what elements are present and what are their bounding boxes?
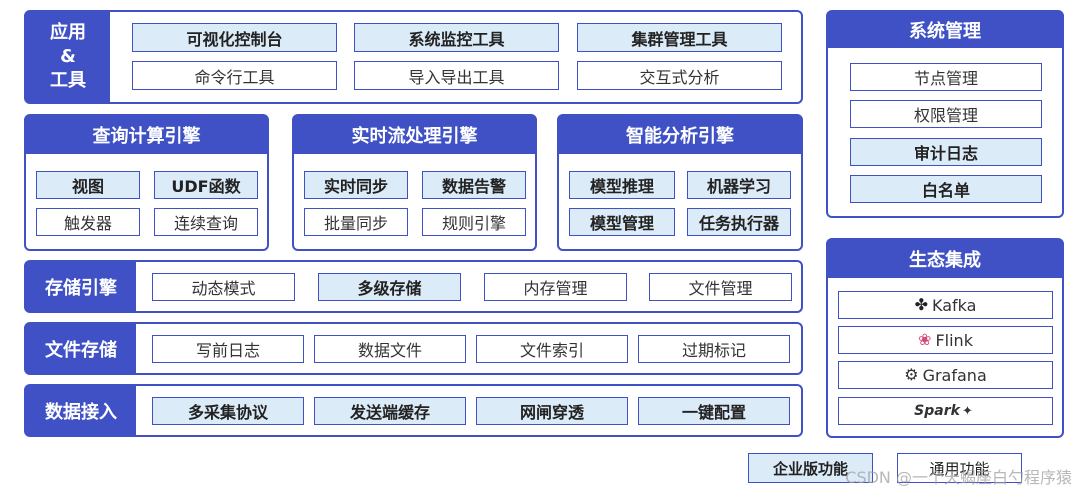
spark-icon: ✦ (961, 403, 973, 419)
file-index: 文件索引 (476, 335, 628, 363)
udf-function: UDF函数 (154, 171, 258, 199)
data-alert: 数据告警 (422, 171, 526, 199)
audit-log: 审计日志 (850, 138, 1042, 166)
data-file: 数据文件 (314, 335, 466, 363)
kafka-label: Kafka (931, 295, 977, 315)
app-title-line-2: & (60, 46, 76, 67)
app-tools-header: 应用 & 工具 (26, 12, 110, 102)
app-title-line-3: 工具 (50, 70, 86, 91)
sender-cache: 发送端缓存 (314, 397, 466, 425)
realtime-sync: 实时同步 (304, 171, 408, 199)
cli-tool: 命令行工具 (132, 61, 337, 90)
legend-enterprise: 企业版功能 (748, 453, 873, 483)
multi-collection-protocol: 多采集协议 (152, 397, 304, 425)
flink-label: Flink (935, 330, 973, 350)
view: 视图 (36, 171, 140, 199)
spark-label: Spark (914, 403, 960, 419)
interactive-analysis: 交互式分析 (577, 61, 782, 90)
system-management-header: 系统管理 (828, 12, 1062, 48)
dynamic-schema: 动态模式 (152, 273, 295, 301)
model-management: 模型管理 (569, 208, 675, 236)
expiry-marker: 过期标记 (638, 335, 790, 363)
whitelist: 白名单 (850, 175, 1042, 203)
tiered-storage: 多级存储 (318, 273, 461, 301)
continuous-query: 连续查询 (154, 208, 258, 236)
query-engine-header: 查询计算引擎 (26, 116, 267, 154)
machine-learning: 机器学习 (687, 171, 791, 199)
model-inference: 模型推理 (569, 171, 675, 199)
app-title-line-1: 应用 (50, 22, 86, 43)
legend-general: 通用功能 (897, 453, 1022, 483)
memory-management: 内存管理 (484, 273, 627, 301)
kafka-icon: ✤ (914, 295, 928, 314)
kafka-item: ✤ Kafka (838, 291, 1053, 319)
import-export-tool: 导入导出工具 (354, 61, 559, 90)
data-access-header: 数据接入 (26, 386, 136, 435)
gateway-penetration: 网闸穿透 (476, 397, 628, 425)
grafana-item: ⚙ Grafana (838, 361, 1053, 389)
one-click-config: 一键配置 (638, 397, 790, 425)
file-management: 文件管理 (649, 273, 792, 301)
ai-engine-header: 智能分析引擎 (559, 116, 801, 154)
visual-console: 可视化控制台 (132, 23, 337, 52)
permission-management: 权限管理 (850, 100, 1042, 128)
ecosystem-header: 生态集成 (828, 240, 1062, 278)
batch-sync: 批量同步 (304, 208, 408, 236)
storage-engine-header: 存储引擎 (26, 262, 136, 311)
spark-item: Spark ✦ (838, 397, 1053, 425)
system-monitor-tool: 系统监控工具 (354, 23, 559, 52)
grafana-icon: ⚙ (904, 365, 919, 384)
task-executor: 任务执行器 (687, 208, 791, 236)
write-ahead-log: 写前日志 (152, 335, 304, 363)
flink-item: ❀ Flink (838, 326, 1053, 354)
trigger: 触发器 (36, 208, 140, 236)
file-storage-header: 文件存储 (26, 324, 136, 373)
cluster-management-tool: 集群管理工具 (577, 23, 782, 52)
watermark: CSDN @一个天蝎座白勺程序猿 (845, 468, 1072, 487)
flink-icon: ❀ (918, 330, 932, 349)
stream-engine-header: 实时流处理引擎 (294, 116, 535, 154)
node-management: 节点管理 (850, 63, 1042, 91)
rule-engine: 规则引擎 (422, 208, 526, 236)
grafana-label: Grafana (922, 365, 987, 385)
